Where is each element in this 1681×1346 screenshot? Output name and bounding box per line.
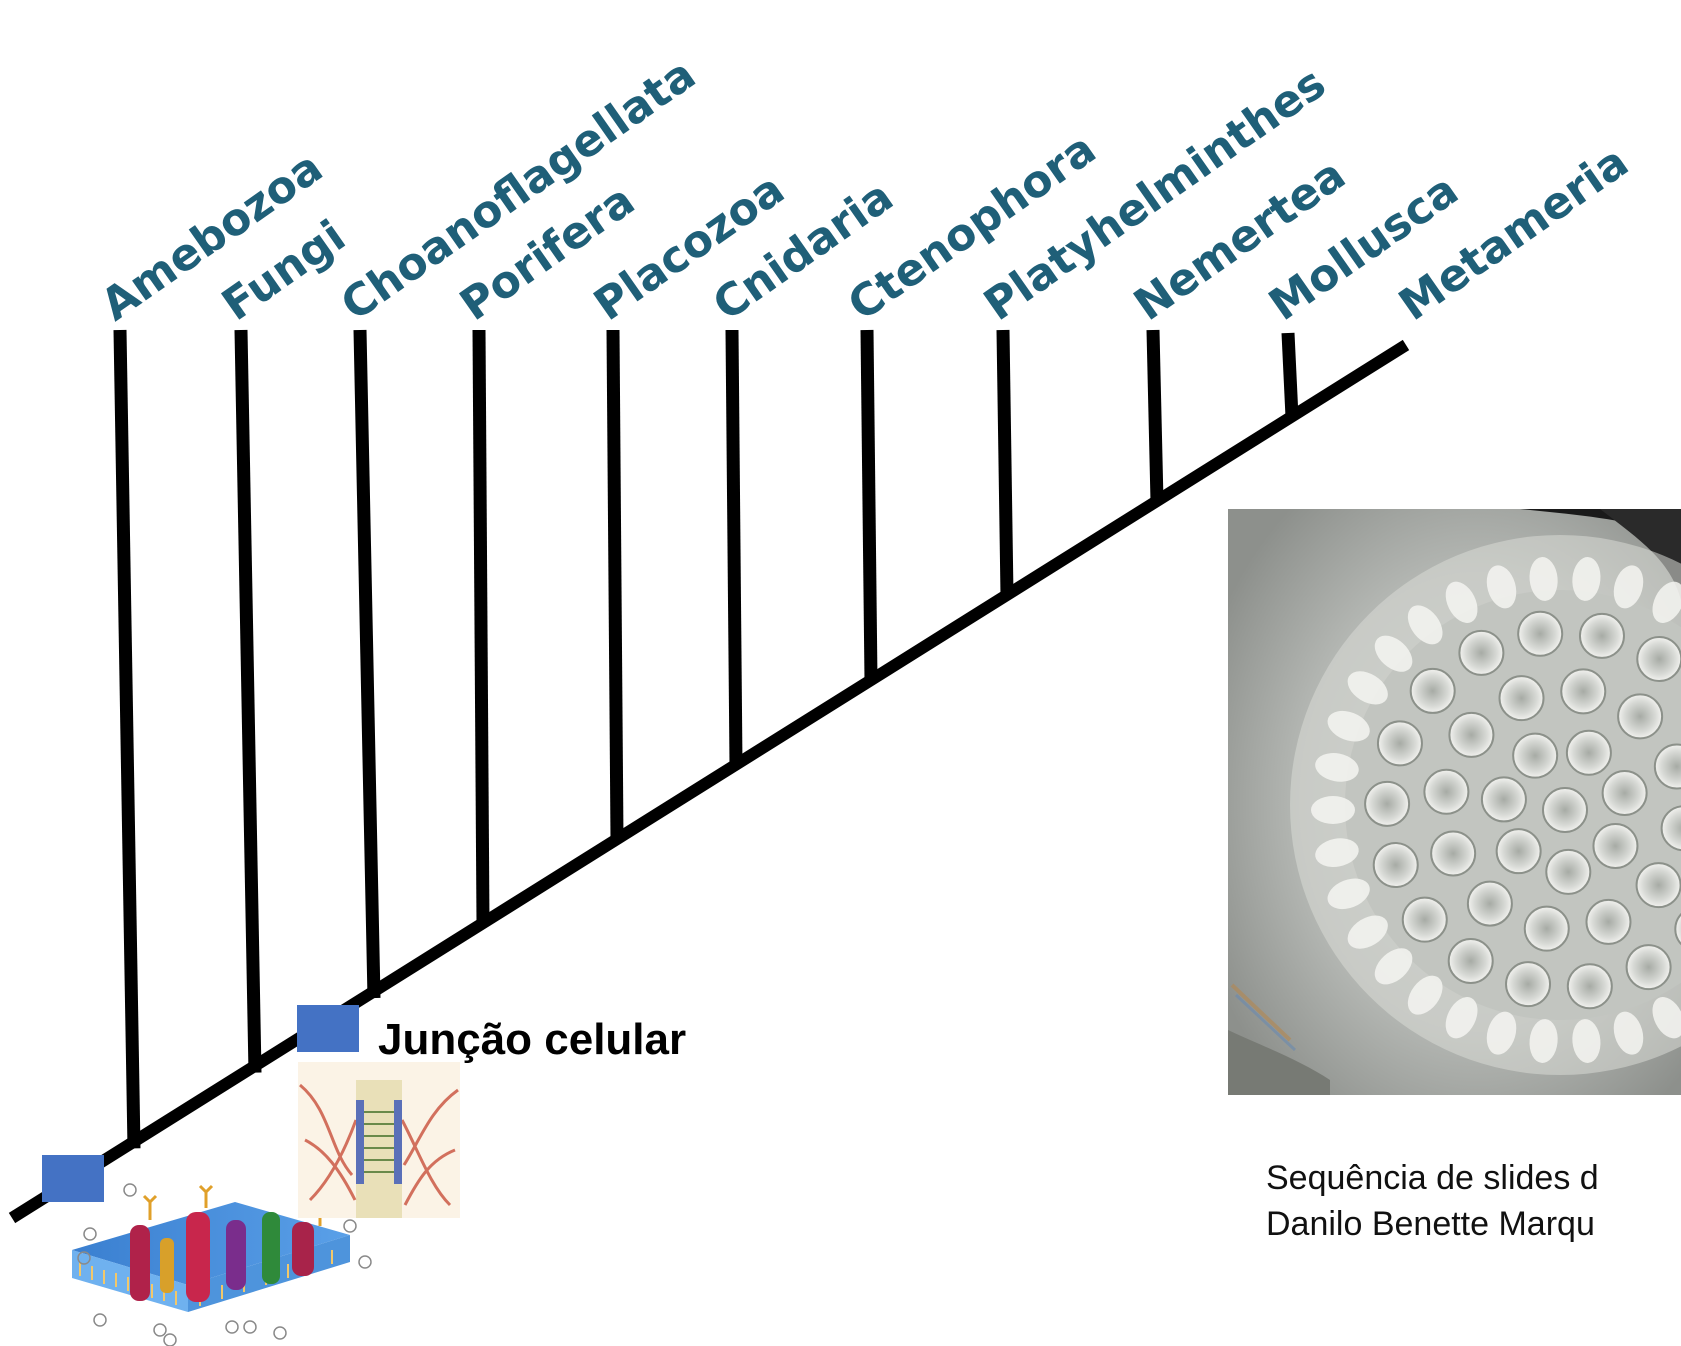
micrograph-cell <box>1424 770 1468 814</box>
branch-placozoa <box>613 330 617 840</box>
micrograph-cell <box>1449 713 1493 757</box>
micrograph-cell <box>1618 694 1662 738</box>
main-axis <box>12 345 1406 1218</box>
branch-nemertea <box>1153 330 1157 501</box>
micrograph-cell <box>1546 850 1590 894</box>
micrograph-cell <box>1543 788 1587 832</box>
micrograph-cell <box>1561 669 1605 713</box>
micrograph-cell <box>1500 676 1544 720</box>
branch-ctenophora <box>867 330 871 681</box>
branch-amebozoa <box>120 330 134 1148</box>
character-label-2: Junção celular <box>378 1015 686 1064</box>
branches <box>120 330 1292 1148</box>
micrograph-cell <box>1403 898 1447 942</box>
credit-caption-line-1: Sequência de slides d <box>1266 1155 1599 1201</box>
micrograph-cell <box>1586 900 1630 944</box>
micrograph-cell <box>1365 782 1409 826</box>
micrograph-cell <box>1603 771 1647 815</box>
character-marker-1 <box>42 1155 104 1202</box>
cell-junction-illustration <box>298 1062 460 1218</box>
micrograph-cell <box>1374 843 1418 887</box>
branch-porifera <box>479 330 483 924</box>
branch-fungi <box>241 330 255 1073</box>
credit-caption-line-2: Danilo Benette Marqu <box>1266 1201 1599 1247</box>
micrograph-cell <box>1482 777 1526 821</box>
choanoflagellate-colony-micrograph <box>1228 509 1681 1095</box>
taxon-labels: AmebozoaFungiChoanoflagellataPoriferaPla… <box>92 49 1638 331</box>
micrograph-cell-rim <box>1311 796 1355 824</box>
micrograph-cell <box>1497 829 1541 873</box>
branch-cnidaria <box>732 330 736 765</box>
micrograph-cell <box>1459 631 1503 675</box>
branch-choanoflagellata <box>360 330 374 998</box>
micrograph-cell <box>1567 731 1611 775</box>
micrograph-cell <box>1518 612 1562 656</box>
micrograph-cell <box>1580 614 1624 658</box>
micrograph-cell <box>1637 863 1681 907</box>
micrograph-cell <box>1627 945 1671 989</box>
micrograph-cell <box>1568 964 1612 1008</box>
micrograph-cell <box>1637 637 1681 681</box>
branch-platyhelminthes <box>1003 330 1007 595</box>
micrograph-cell <box>1449 939 1493 983</box>
micrograph-cell <box>1431 831 1475 875</box>
micrograph-cell <box>1513 734 1557 778</box>
micrograph-cell <box>1525 907 1569 951</box>
micrograph-cell <box>1468 882 1512 926</box>
micrograph-cell <box>1411 669 1455 713</box>
branch-mollusca <box>1288 333 1292 417</box>
credit-caption: Sequência de slides d Danilo Benette Mar… <box>1266 1155 1599 1247</box>
micrograph-cell <box>1378 721 1422 765</box>
character-marker-2 <box>297 1005 359 1052</box>
micrograph-cell <box>1506 962 1550 1006</box>
micrograph-cell <box>1593 824 1637 868</box>
